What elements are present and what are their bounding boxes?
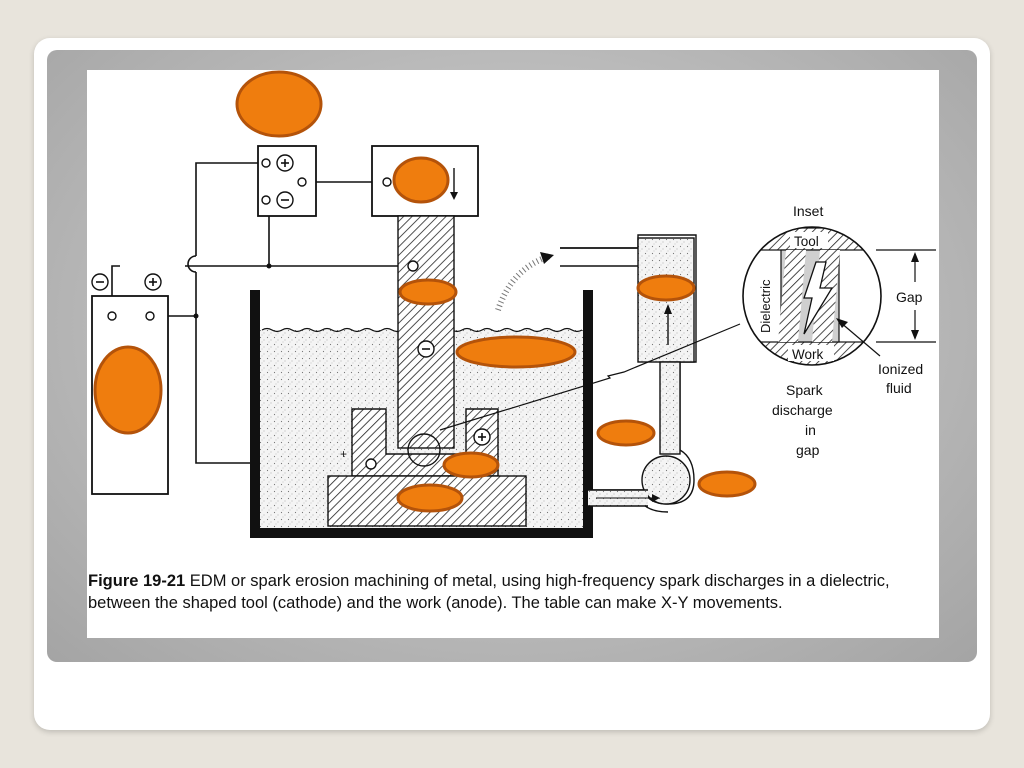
wire-junction	[193, 313, 199, 319]
inset-gap-label: Gap	[896, 289, 923, 305]
mask-power-supply-label[interactable]	[235, 70, 323, 138]
mask-dielectric-label[interactable]	[455, 335, 577, 369]
ionized-fluid-label-1: Ionized	[878, 361, 923, 377]
figure-caption: Figure 19-21 EDM or spark erosion machin…	[88, 570, 948, 614]
spark-label-3: in	[805, 422, 816, 438]
spark-label-2: discharge	[772, 402, 833, 418]
mask-filter-label[interactable]	[636, 274, 696, 302]
spark-gap-circle	[407, 433, 441, 467]
wire-junction	[266, 263, 272, 269]
inset-dielectric-label: Dielectric	[758, 279, 773, 333]
control-box	[257, 145, 317, 217]
mask-table-label[interactable]	[396, 483, 464, 513]
mask-return-label[interactable]	[697, 470, 757, 498]
inset-title: Inset	[793, 203, 823, 219]
inset-work-label: Work	[792, 347, 824, 362]
plus-sign: +	[340, 447, 347, 461]
mask-servo-label[interactable]	[392, 156, 450, 204]
inset-leader-line	[439, 323, 741, 431]
spark-label-4: gap	[796, 442, 820, 458]
mask-work-label[interactable]	[442, 451, 500, 479]
mask-pump-label[interactable]	[596, 419, 656, 447]
circulation-system	[495, 234, 697, 513]
caption-figure-label: Figure 19-21	[88, 572, 186, 590]
mask-generator-label[interactable]	[93, 345, 163, 435]
inset-detail: Inset Tool Work Dielectric Gap Ionized f…	[742, 203, 936, 458]
tool-electrode	[397, 215, 455, 449]
ionized-fluid-label-2: fluid	[886, 380, 912, 396]
label-masks	[93, 70, 757, 513]
spark-label-1: Spark	[786, 382, 824, 398]
caption-text: EDM or spark erosion machining of metal,…	[88, 572, 890, 612]
inset-tool-label: Tool	[794, 234, 819, 249]
mask-tool-label[interactable]	[398, 278, 458, 306]
